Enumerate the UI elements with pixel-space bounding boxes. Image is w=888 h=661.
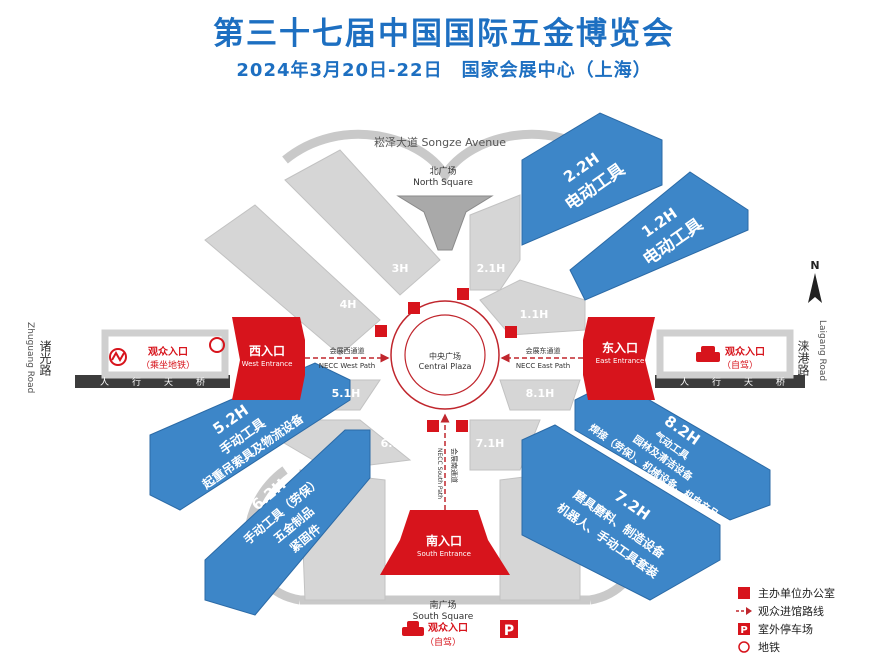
svg-text:P: P [740,625,747,635]
office-icon [736,587,752,599]
west-visitor-line2: （乘坐地铁） [141,359,195,371]
north-square-en: North Square [413,178,473,188]
hall-label-8.1h: 8.1H [526,387,555,400]
west-path-en: NECC West Path [319,362,375,370]
west-visitor-line1: 观众入口 [148,345,188,358]
south-path-en: NECC South Path [436,448,443,499]
skywalk-w-4: 桥 [196,376,205,388]
entrances [232,317,655,575]
hall-label-5.1h: 5.1H [332,387,361,400]
south-square-en: South Square [413,612,474,622]
south-visitor-line2: （自驾） [425,636,461,648]
metro-icon [736,641,752,653]
skywalk-w-1: 人 [100,377,109,388]
south-visitor-line1: 观众入口 [428,621,468,634]
skywalk-e-2: 行 [712,376,721,388]
hall-7.2h [521,424,721,601]
east-entrance [583,317,655,400]
route-arrow-icon [736,605,752,617]
skywalk-w-2: 行 [132,376,141,388]
west-entrance [232,317,305,400]
metro-icon-west [109,348,127,366]
road-north: 崧泽大道 Songze Avenue [374,135,506,149]
south-square-cn: 南广场 [429,599,456,611]
hall-1.2h [569,171,749,301]
svg-text:N: N [810,259,819,272]
road-east-en: Laigang Road [817,320,827,381]
page-subtitle: 2024年3月20日-22日 国家会展中心（上海） [236,60,652,81]
north-square-building [396,195,494,251]
legend: 主办单位办公室 观众进馆路线 P 室外停车场 地铁 [736,584,881,656]
south-path-cn: 会展南通道 [450,448,459,483]
parking-icon: P [736,623,752,635]
west-entrance-en: West Entrance [242,360,293,368]
visitor-paths [305,353,583,510]
west-path-cn: 会展西通道 [330,346,365,355]
legend-item-parking: P 室外停车场 [736,620,881,638]
central-plaza-cn: 中央广场 [429,351,461,361]
east-visitor-line2: （自驾） [722,359,758,371]
hall-6.2h [204,429,371,616]
hall-4h-block [204,204,381,356]
office-icons [268,288,612,542]
north-square-cn: 北广场 [429,165,456,177]
skywalk-w-3: 天 [164,378,173,388]
compass: N [808,259,822,303]
east-visitor-line1: 观众入口 [725,345,765,358]
skywalk-e-1: 人 [680,377,689,388]
skywalk-boxes [101,329,794,379]
metro-icon-entrance [209,337,225,353]
hall-label-1.1h: 1.1H [520,308,549,321]
hall-label-3h: 3H [392,262,409,275]
hall-label-2.1h: 2.1H [477,262,506,275]
car-icon-east [696,346,720,362]
west-entrance-cn: 西入口 [249,344,285,358]
hall-3h-block [284,149,441,296]
south-entrance [380,510,510,575]
page-title: 第三十七届中国国际五金博览会 [213,16,675,52]
hall-label-7.1h: 7.1H [476,437,505,450]
hall-label-6.1h: 6.1H [381,437,410,450]
road-east-cn: 涞港路 [796,340,810,377]
legend-label: 室外停车场 [758,623,813,636]
legend-item-office: 主办单位办公室 [736,584,881,602]
hall-2.1h-block [469,194,521,291]
skywalk-e-4: 桥 [776,376,785,388]
legend-label: 地铁 [758,641,780,654]
east-path-en: NECC East Path [516,362,570,370]
hall-2.2h [521,112,663,246]
skywalk-e-3: 天 [744,378,753,388]
road-west-cn: 诸光路 [38,340,52,377]
legend-label: 主办单位办公室 [758,587,835,600]
south-entrance-en: South Entrance [417,550,471,558]
south-entrance-cn: 南入口 [426,533,462,548]
east-entrance-cn: 东入口 [602,340,638,355]
central-plaza [390,300,500,410]
legend-item-route: 观众进馆路线 [736,602,881,620]
svg-text:P: P [504,623,514,639]
legend-label: 观众进馆路线 [758,605,824,618]
legend-item-metro: 地铁 [736,638,881,656]
east-entrance-en: East Entrance [596,357,645,365]
parking-icon: P [500,620,518,639]
east-path-cn: 会展东通道 [526,346,561,355]
central-plaza-en: Central Plaza [419,362,472,371]
car-icon-south [402,621,424,636]
hall-label-4h: 4H [340,298,357,311]
road-west-en: Zhuguang Road [25,322,35,393]
hall-8.1h-block [499,379,581,411]
